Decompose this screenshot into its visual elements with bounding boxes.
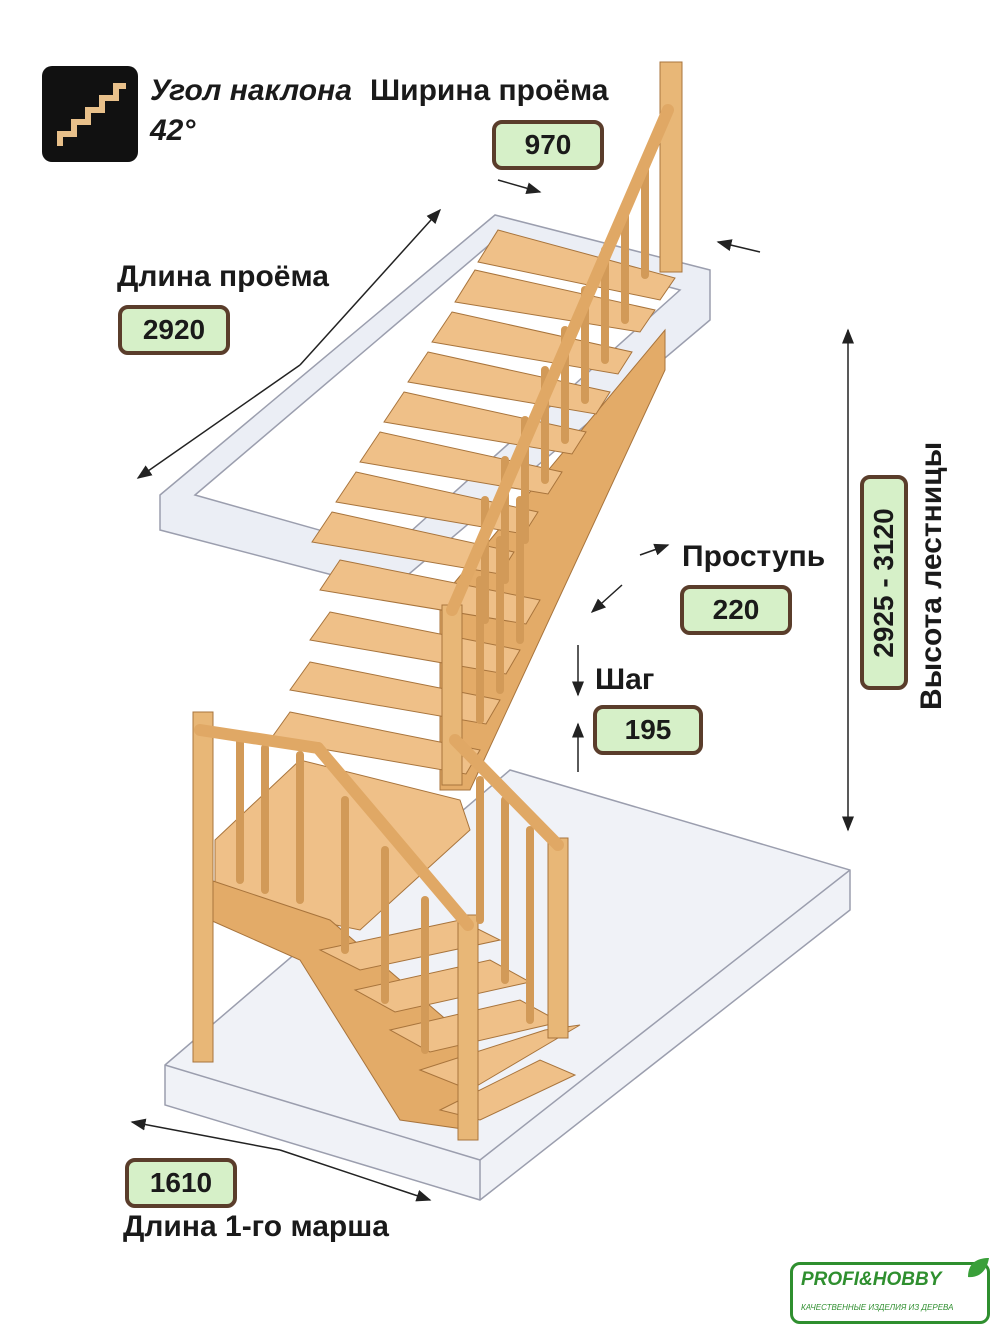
- dimension-lines: [130, 179, 854, 1202]
- angle-value: 42°: [150, 114, 196, 147]
- stair-height-value: 2925 - 3120: [860, 475, 908, 690]
- step-value: 195: [593, 705, 703, 755]
- stair-height-label: Высота лестницы: [915, 441, 948, 710]
- lower-balusters: [236, 736, 534, 1054]
- handrails: [194, 104, 674, 931]
- tread-value: 220: [680, 585, 792, 635]
- opening-width-value: 970: [492, 120, 604, 170]
- brand-logo: PROFI&HOBBY КАЧЕСТВЕННЫЕ ИЗДЕЛИЯ ИЗ ДЕРЕ…: [790, 1258, 990, 1324]
- stairs-icon: [42, 66, 138, 162]
- step-label: Шаг: [595, 663, 655, 696]
- tread-label: Проступь: [682, 540, 826, 573]
- angle-label: Угол наклона: [150, 74, 352, 107]
- opening-length-value: 2920: [118, 305, 230, 355]
- first-flight-value: 1610: [125, 1158, 237, 1208]
- opening-width-label: Ширина проёма: [370, 74, 609, 107]
- logo-tagline: КАЧЕСТВЕННЫЕ ИЗДЕЛИЯ ИЗ ДЕРЕВА: [801, 1303, 954, 1312]
- opening-length-label: Длина проёма: [117, 260, 329, 293]
- upper-balusters: [476, 166, 649, 724]
- lower-stringer: [209, 879, 471, 1131]
- first-flight-label: Длина 1-го марша: [123, 1210, 389, 1243]
- logo-name: PROFI&HOBBY: [801, 1269, 942, 1290]
- leaf-icon: [968, 1258, 989, 1278]
